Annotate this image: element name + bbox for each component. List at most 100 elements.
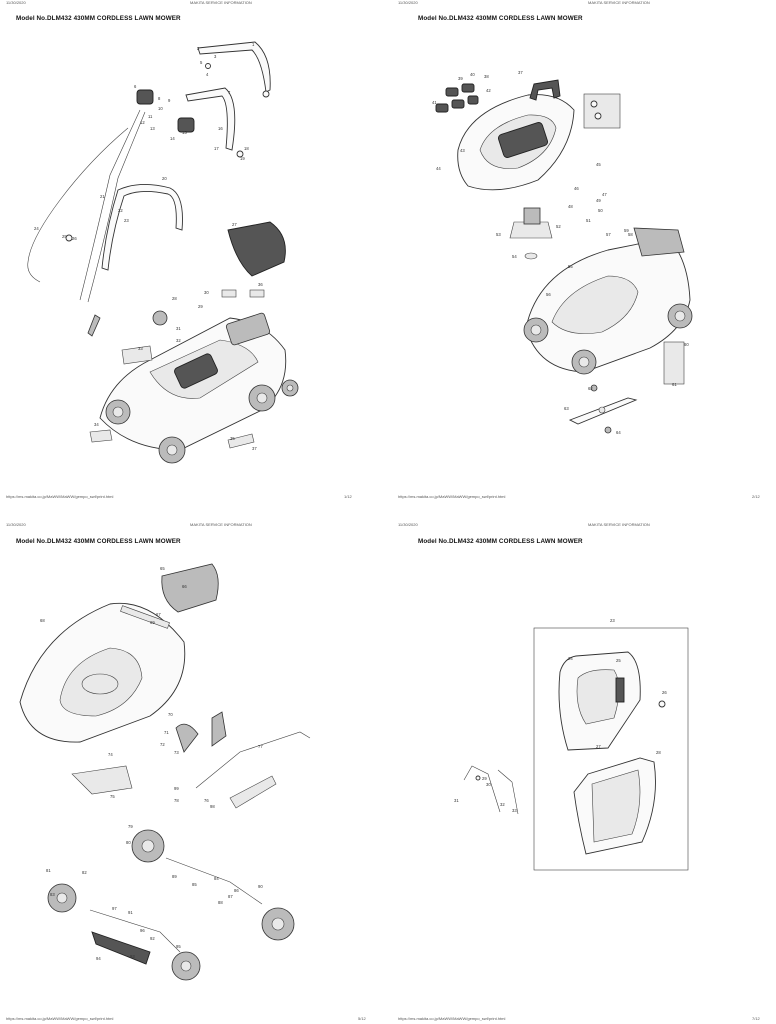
part-callout: 86 [234,888,239,893]
header-date: 11/30/2020 [6,0,26,5]
part-callout: 90 [258,884,263,889]
basket-wire [463,765,501,813]
wheel-bottom [171,951,201,981]
handle-bar-left [79,109,141,301]
part-callout: 30 [204,290,209,295]
front-wheel-left [105,399,131,425]
part-callout: 77 [258,744,263,749]
part-callout: 9 [168,98,171,103]
part-callout: 99 [174,786,179,791]
part-callout: 26 [72,236,77,241]
part-callout: 17 [214,146,219,151]
part-callout: 83 [50,892,55,897]
part-callout: 80 [126,840,131,845]
part-callout: 8 [158,96,161,101]
height-adjust-lever [175,723,199,753]
part-callout: 38 [484,74,489,79]
part-callout: 26 [662,690,667,695]
part-callout: 31 [176,326,181,331]
part-callout: 58 [628,232,633,237]
wheel-right [261,907,295,941]
part-callout: 36 [258,282,263,287]
part-callout: 25 [62,234,67,239]
part-callout: 65 [160,566,165,571]
header-brand: MAKITA SERVICE INFORMATION [190,522,252,527]
part-callout: 15 [182,130,187,135]
part-callout: 89 [172,874,177,879]
part-callout: 3 [214,54,217,59]
footer-url: https://ms.makita.co.jp/MaWW/MaWW/gempo_… [398,1016,506,1021]
part-callout: 60 [684,342,689,347]
spring [229,775,277,809]
switch-box [136,89,154,105]
battery-cover [227,221,286,277]
header-date: 11/30/2020 [398,0,418,5]
wheel-rear [667,303,693,329]
rear-wheel-right [281,379,299,397]
header-brand: MAKITA SERVICE INFORMATION [190,0,252,5]
part-callout: 33 [138,346,143,351]
part-callout: 33 [512,808,517,813]
part-callout: 78 [174,798,179,803]
page-title: Model No.DLM432 430MM CORDLESS LAWN MOWE… [418,538,583,545]
part-callout: 95 [176,944,181,949]
part-callout: 21 [100,194,105,199]
part-callout: 61 [672,382,677,387]
part-callout: 71 [164,730,169,735]
part-callout: 11 [148,114,153,119]
part-callout: 37 [252,446,257,451]
part-callout: 85 [192,882,197,887]
part-callout: 72 [160,742,165,747]
cable-grip [87,314,101,337]
footer-url: https://ms.makita.co.jp/MaWW/MaWW/gempo_… [6,1016,114,1021]
switch-parts [435,83,479,113]
part-callout: 97 [112,906,117,911]
part-callout: 91 [128,910,133,915]
part-callout: 14 [170,136,175,141]
part-callout: 53 [496,232,501,237]
part-callout: 24 [568,656,573,661]
battery-port [498,122,548,158]
catcher-door [633,227,685,257]
header-brand: MAKITA SERVICE INFORMATION [588,522,650,527]
part-callout: 94 [96,956,101,961]
page-2: 11/30/2020 MAKITA SERVICE INFORMATION Mo… [388,0,776,512]
part-callout: 50 [598,208,603,213]
part-callout: 5 [200,60,203,65]
part-callout: 67 [156,612,161,617]
part-callout: 24 [34,226,39,231]
part-callout: 55 [568,264,573,269]
part-callout: 88 [218,900,223,905]
part-callout: 12 [140,120,145,125]
rear-cover [161,563,219,613]
part-callout: 45 [596,162,601,167]
wheel-upper [131,829,165,863]
part-callout: 41 [432,100,437,105]
part-callout: 87 [228,894,233,899]
part-callout: 66 [182,584,187,589]
part-callout: 28 [656,750,661,755]
part-callout: 4 [206,72,209,77]
part-callout: 51 [586,218,591,223]
battery-compartment [174,353,218,389]
middle-handle [185,87,236,151]
part-callout: 96 [140,928,145,933]
part-callout: 43 [460,148,465,153]
wheel-bracket [91,931,151,965]
part-callout: 29 [198,304,203,309]
battery-lid [225,312,271,346]
page-1: 11/30/2020 MAKITA SERVICE INFORMATION Mo… [0,0,388,512]
part-callout: 31 [454,798,459,803]
part-callout: 98 [210,804,215,809]
part-callout: 20 [162,176,167,181]
part-callout: 64 [616,430,621,435]
part-callout: 28 [172,296,177,301]
part-callout: 2 [197,46,200,51]
part-callout: 40 [470,72,475,77]
part-callout: 73 [174,750,179,755]
header-brand: MAKITA SERVICE INFORMATION [588,0,650,5]
grass-chute [71,765,133,795]
part-callout: 82 [82,870,87,875]
